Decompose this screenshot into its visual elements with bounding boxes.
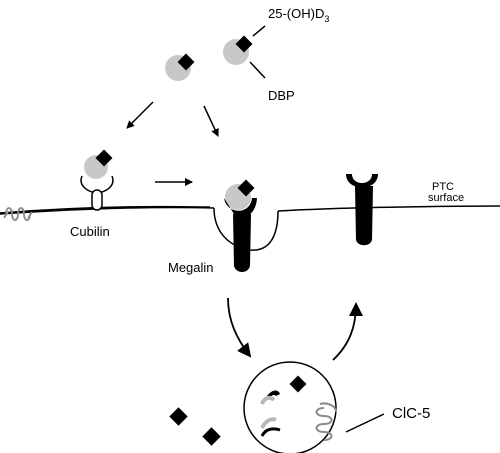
- ptc-surface-label-line1: PTC: [432, 181, 454, 193]
- arrow-to-megalin: [203, 105, 219, 137]
- vitamin-diamond-icon: [169, 407, 188, 426]
- megalin-free-cup: [346, 174, 378, 188]
- arrow-recycling: [332, 302, 363, 361]
- endosome: [243, 361, 337, 453]
- internalized-dbp-fragment-top: [260, 395, 276, 405]
- megalin-label: Megalin: [168, 260, 214, 275]
- arrow-endocytosis: [227, 297, 252, 358]
- cubilin-stem: [91, 189, 103, 211]
- internalized-megalin-fragment-bottom: [260, 427, 281, 437]
- vitamin-diamond-icon: [237, 179, 255, 197]
- ptc-membrane-right: [277, 205, 500, 212]
- internalized-dbp-fragment-bottom: [260, 417, 277, 429]
- clc5-leader-line: [345, 413, 385, 433]
- dbp-vitamin-complex-labelled: [223, 25, 266, 79]
- vitamin-diamond-icon: [95, 149, 113, 167]
- dbp-label: DBP: [268, 88, 295, 103]
- vitamin-leader-line: [252, 25, 266, 37]
- megalin-free-body: [355, 186, 373, 246]
- clc5-label: ClC-5: [392, 405, 430, 422]
- arrow-to-cubilin: [126, 101, 154, 129]
- vitamin-diamond-icon: [289, 375, 307, 393]
- ptc-surface-label-line2: surface: [428, 192, 464, 204]
- megalin-free-receptor: [346, 174, 378, 246]
- cubilin-receptor: [80, 149, 114, 211]
- clc5-channel-icon: [315, 402, 337, 441]
- cubilin-label: Cubilin: [70, 224, 110, 239]
- megalin-receptor: [224, 179, 257, 272]
- dbp-vitamin-complex-free: [165, 53, 195, 81]
- megalin-arms: [224, 198, 257, 218]
- dbp-leader-line: [249, 61, 266, 79]
- vitamin-diamond-icon: [202, 427, 221, 446]
- vitamin-label: 25-(OH)D3: [268, 6, 329, 24]
- membrane-channel-icon: [3, 207, 33, 221]
- megalin-body: [233, 214, 251, 272]
- ptc-membrane-left: [0, 206, 215, 215]
